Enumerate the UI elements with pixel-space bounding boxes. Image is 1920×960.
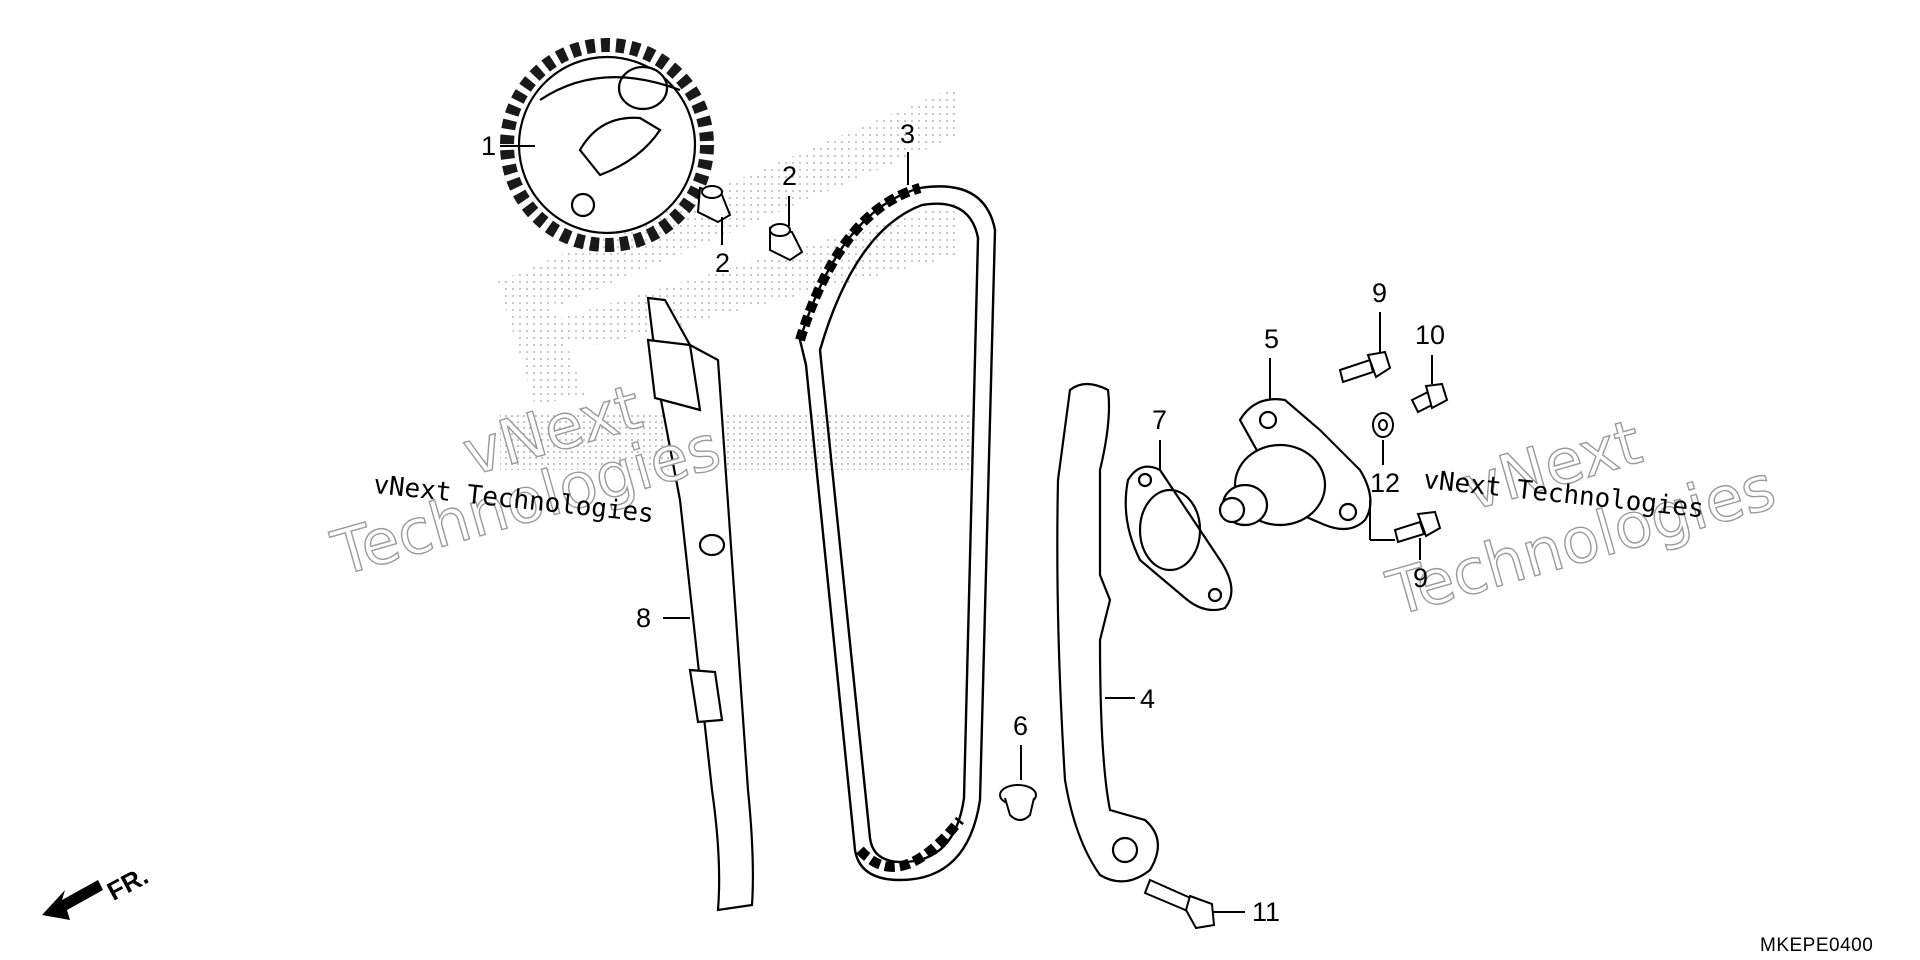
lifter-bolt-b xyxy=(1393,510,1442,544)
callout-5: 5 xyxy=(1264,324,1280,354)
callout-7: 7 xyxy=(1152,405,1168,435)
lifter-bolt-a xyxy=(1338,350,1392,384)
tensioner-pivot-bolt xyxy=(1143,878,1216,930)
cam-chain xyxy=(795,183,997,882)
callout-10: 10 xyxy=(1415,320,1446,350)
sealing-washer xyxy=(1372,412,1394,438)
callout-12: 12 xyxy=(1370,468,1401,498)
sealing-bolt xyxy=(1410,382,1449,414)
callout-2-lower: 2 xyxy=(715,248,731,278)
callout-6: 6 xyxy=(1013,711,1029,741)
callout-11: 11 xyxy=(1252,897,1281,927)
tensioner-gasket xyxy=(1124,465,1233,612)
chain-tensioner-lifter xyxy=(1218,398,1372,531)
tensioner-pivot-collar xyxy=(999,784,1037,821)
callout-1: 1 xyxy=(481,131,497,161)
drawing-code: MKEPE0400 xyxy=(1760,935,1874,956)
callout-9-upper: 9 xyxy=(1372,278,1388,308)
front-arrow-icon xyxy=(42,880,103,920)
sprocket-bolt-b xyxy=(769,223,804,262)
chain-tensioner-arm xyxy=(1056,382,1159,883)
sprocket-bolt-a xyxy=(696,185,732,224)
callout-9-lower: 9 xyxy=(1413,563,1429,593)
cam-sprocket xyxy=(500,38,714,252)
callout-8: 8 xyxy=(636,603,652,633)
callout-2-upper: 2 xyxy=(782,161,798,191)
callout-3: 3 xyxy=(900,119,916,149)
cam-chain-guide xyxy=(646,296,754,912)
callout-4: 4 xyxy=(1140,684,1156,714)
